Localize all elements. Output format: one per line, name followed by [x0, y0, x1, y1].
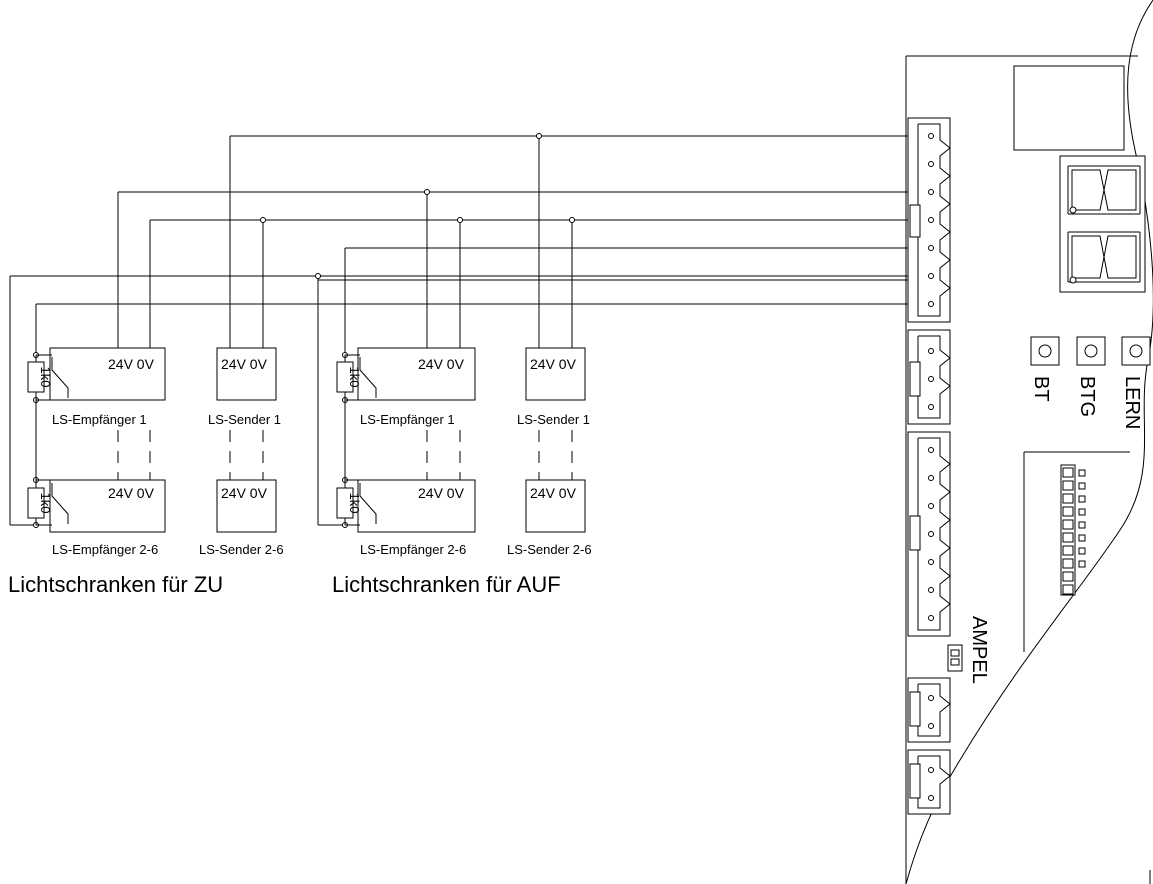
sender-2-6-zu-caption: LS-Sender 2-6	[199, 542, 284, 557]
resistor-label: 1k0	[38, 367, 53, 388]
supply-label: 24V 0V	[418, 356, 465, 372]
resistor-label: 1k0	[347, 493, 362, 514]
receiver-2-6-auf-caption: LS-Empfänger 2-6	[360, 542, 466, 557]
terminal-block-7	[907, 117, 951, 323]
control-board: BT BTG LERN	[905, 0, 1153, 884]
sender-1-auf: 24V 0V	[525, 347, 586, 401]
resistor-label: 1k0	[38, 493, 53, 514]
dip-switch-block	[1023, 451, 1130, 652]
terminal-block-2b	[907, 749, 951, 815]
ampel-label: AMPEL	[968, 616, 990, 684]
lern-button	[1121, 336, 1151, 366]
vertical-drops	[9, 136, 573, 526]
bt-button-label: BT	[1030, 376, 1052, 402]
dashed-links	[35, 400, 573, 480]
bt-button	[1030, 336, 1060, 366]
supply-label: 24V 0V	[418, 485, 465, 501]
supply-label: 24V 0V	[108, 356, 155, 372]
receiver-1-auf-caption: LS-Empfänger 1	[360, 412, 455, 427]
supply-label: 24V 0V	[221, 485, 268, 501]
push-buttons: BT BTG LERN	[1030, 336, 1151, 429]
lern-button-label: LERN	[1121, 376, 1143, 429]
sender-2-6-auf: 24V 0V	[525, 479, 586, 533]
sender-1-auf-caption: LS-Sender 1	[517, 412, 590, 427]
terminal-block-3	[907, 329, 951, 425]
dip-switches	[1062, 467, 1086, 595]
relay-block	[1013, 65, 1125, 151]
seven-segment-display	[1059, 155, 1146, 293]
supply-label: 24V 0V	[108, 485, 155, 501]
terminal-block-7b	[907, 431, 951, 637]
terminal-block-2a	[907, 677, 951, 743]
sender-1-zu-caption: LS-Sender 1	[208, 412, 281, 427]
receiver-1-auf: 1k0 24V 0V	[336, 347, 476, 401]
bus-wires	[10, 135, 908, 305]
receiver-2-6-auf: 1k0 24V 0V	[336, 479, 476, 533]
sender-1-zu: 24V 0V	[216, 347, 277, 401]
supply-label: 24V 0V	[221, 356, 268, 372]
receiver-1-zu-caption: LS-Empfänger 1	[52, 412, 147, 427]
junction-dots	[33, 133, 575, 528]
supply-label: 24V 0V	[530, 485, 577, 501]
group-zu-caption: Lichtschranken für ZU	[8, 572, 223, 597]
receiver-2-6-zu: 1k0 24V 0V	[27, 479, 166, 533]
sender-2-6-auf-caption: LS-Sender 2-6	[507, 542, 592, 557]
unit-captions: LS-Empfänger 1 LS-Sender 1 LS-Empfänger …	[8, 412, 592, 597]
ampel-jumper: AMPEL	[947, 616, 990, 684]
receiver-2-6-zu-caption: LS-Empfänger 2-6	[52, 542, 158, 557]
btg-button-label: BTG	[1076, 376, 1098, 417]
group-auf-caption: Lichtschranken für AUF	[332, 572, 561, 597]
supply-label: 24V 0V	[530, 356, 577, 372]
resistor-label: 1k0	[347, 367, 362, 388]
receiver-1-zu: 1k0 24V 0V	[27, 347, 166, 401]
sender-2-6-zu: 24V 0V	[216, 479, 277, 533]
